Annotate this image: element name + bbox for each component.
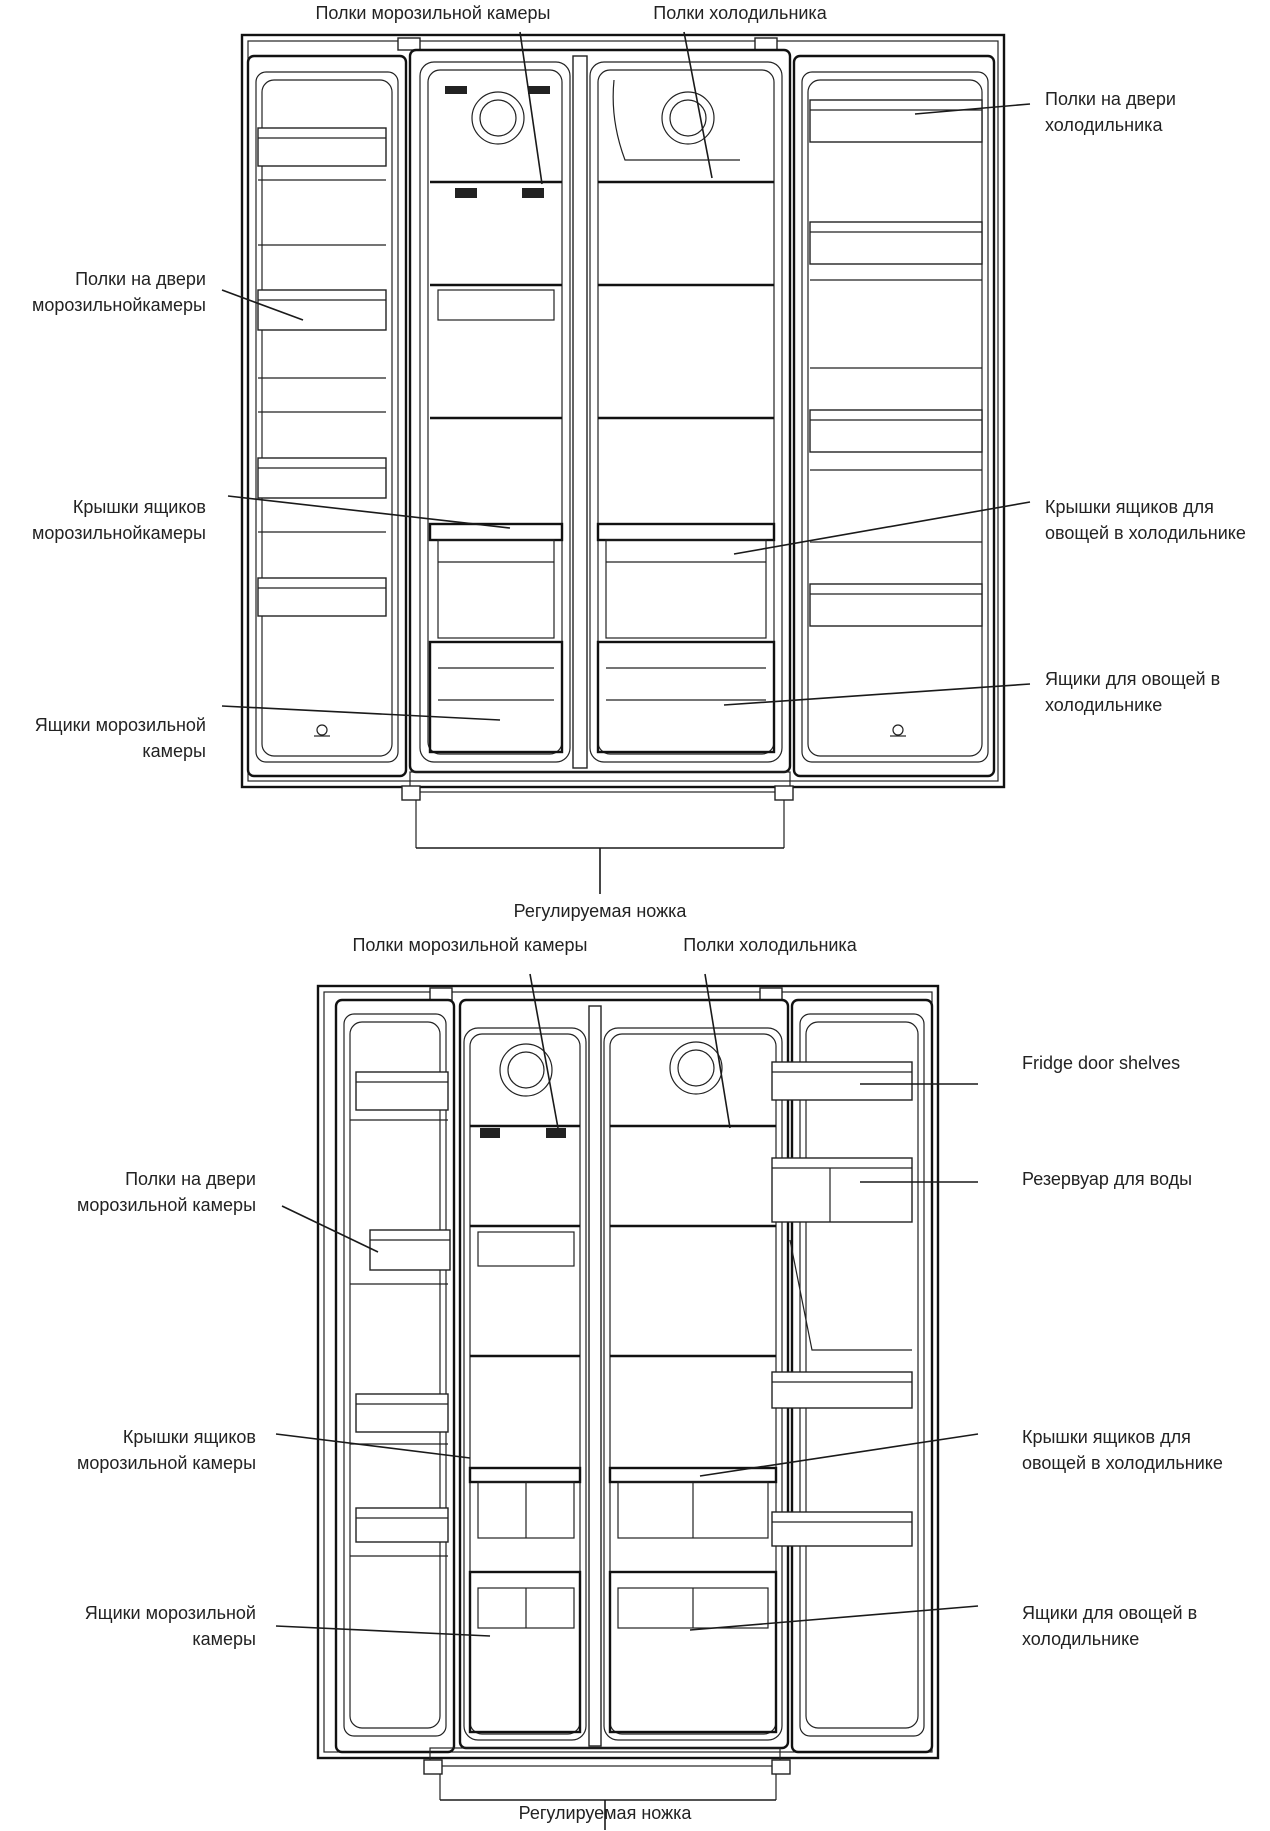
label-fridge-door-shelves: Fridge door shelves <box>1022 1053 1181 1073</box>
label-line: морозильнойкамеры <box>31 523 206 543</box>
label-line: Ящики для овощей в <box>1022 1603 1198 1623</box>
label-water-tank: Резервуар для воды <box>1022 1169 1193 1189</box>
label-freezer-door-shelves: Полки на двери морозильной камеры <box>77 1166 256 1218</box>
label-crisper-covers: Крышки ящиков для овощей в холодильнике <box>1022 1424 1223 1476</box>
label-line: овощей в холодильнике <box>1022 1453 1223 1473</box>
label-line: Полки на двери <box>1045 89 1176 109</box>
top-right-door <box>792 54 996 778</box>
bottom-right-door <box>771 998 934 1754</box>
label-line: холодильнике <box>1045 695 1163 715</box>
label-freezer-drawers: Ящики морозильной камеры <box>85 1600 256 1652</box>
label-line: холодильника <box>1045 115 1163 135</box>
bottom-fridge-drawing <box>316 984 940 1830</box>
label-line: Ящики для овощей в <box>1045 669 1221 689</box>
label-crisper-drawers: Ящики для овощей в холодильнике <box>1045 666 1220 718</box>
bottom-left-door <box>334 998 456 1754</box>
label-line: Крышки ящиков для <box>1045 497 1214 517</box>
label-line: холодильнике <box>1022 1629 1140 1649</box>
bottom-freezer-compartment <box>463 1027 587 1741</box>
top-fridge-compartment <box>589 61 783 763</box>
label-freezer-drawers: Ящики морозильной камеры <box>35 712 206 764</box>
label-line: Крышки ящиков <box>72 497 206 517</box>
label-line: Крышки ящиков для <box>1022 1427 1191 1447</box>
label-freezer-drawer-covers: Крышки ящиков морозильнойкамеры <box>32 494 206 546</box>
label-line: камеры <box>142 741 206 761</box>
label-crisper-covers: Крышки ящиков для овощей в холодильнике <box>1045 494 1246 546</box>
label-freezer-door-shelves: Полки на двери морозильнойкамеры <box>32 266 206 318</box>
top-fridge-drawing <box>240 33 1006 894</box>
label-line: морозильной камеры <box>76 1195 256 1215</box>
top-freezer-compartment <box>419 61 571 763</box>
label-line: Ящики морозильной <box>34 715 206 735</box>
top-leader-lines <box>221 31 1031 721</box>
label-line: Полки на двери <box>75 269 206 289</box>
label-freezer-drawer-covers: Крышки ящиков морозильной камеры <box>77 1424 256 1476</box>
label-freezer-shelves: Полки морозильной камеры <box>352 935 588 955</box>
bottom-fridge-compartment <box>603 1027 783 1741</box>
label-fridge-door-shelves: Полки на двери холодильника <box>1045 86 1176 138</box>
label-line: морозильнойкамеры <box>31 295 206 315</box>
label-line: Крышки ящиков <box>122 1427 256 1447</box>
label-line: камеры <box>192 1629 256 1649</box>
label-line: морозильной камеры <box>76 1453 256 1473</box>
bottom-leader-lines <box>275 973 979 1637</box>
label-adjustable-foot: Регулируемая ножка <box>518 1803 692 1823</box>
label-line: Ящики морозильной <box>84 1603 256 1623</box>
top-left-door <box>246 54 408 778</box>
label-line: Полки на двери <box>125 1169 256 1189</box>
label-fridge-shelves: Полки холодильника <box>683 935 857 955</box>
label-crisper-drawers: Ящики для овощей в холодильнике <box>1022 1600 1197 1652</box>
label-adjustable-foot: Регулируемая ножка <box>513 901 687 921</box>
label-fridge-shelves: Полки холодильника <box>653 3 827 23</box>
label-freezer-shelves: Полки морозильной камеры <box>315 3 551 23</box>
label-line: овощей в холодильнике <box>1045 523 1246 543</box>
